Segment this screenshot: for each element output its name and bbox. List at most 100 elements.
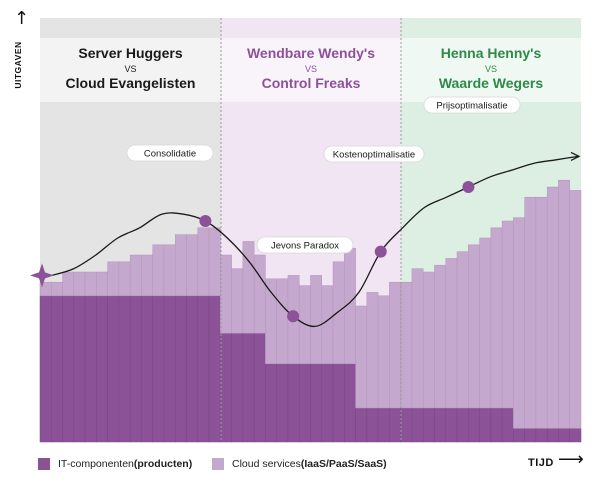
bar-it-components <box>208 295 221 443</box>
bar-it-components <box>73 295 86 443</box>
bar-cloud-services <box>377 295 390 409</box>
bar-cloud-services <box>141 254 153 297</box>
callout-label: Jevons Paradox <box>271 241 339 252</box>
bar-cloud-services <box>535 196 548 429</box>
bar-cloud-services <box>152 244 165 297</box>
bar-it-components <box>434 407 446 443</box>
bar-cloud-services <box>355 305 368 409</box>
bar-cloud-services <box>253 254 266 334</box>
bar-it-components <box>175 295 187 443</box>
curve-point <box>374 245 387 258</box>
callout-label: Consolidatie <box>144 149 196 160</box>
bar-it-components <box>152 295 165 443</box>
bar-cloud-services <box>524 196 537 429</box>
bar-it-components <box>468 407 480 443</box>
bar-it-components <box>276 363 289 443</box>
phase-vs: VS <box>485 64 497 74</box>
bar-it-components <box>231 332 244 443</box>
bar-cloud-services <box>118 261 131 297</box>
bar-it-components <box>456 407 469 443</box>
bar-cloud-services <box>468 244 480 409</box>
curve-point <box>462 181 475 193</box>
curve-point <box>199 215 212 227</box>
bar-cloud-services <box>310 275 323 365</box>
legend-it-bold: (producten) <box>133 458 193 470</box>
bar-it-components <box>445 407 458 443</box>
bar-cloud-services <box>546 186 559 429</box>
bar-cloud-services <box>400 281 413 409</box>
bar-it-components <box>163 295 176 443</box>
phase-vs: VS <box>305 64 317 74</box>
legend-it-label: IT-componenten <box>58 458 134 470</box>
bar-cloud-services <box>434 264 446 409</box>
bar-cloud-services <box>321 285 334 365</box>
bar-it-components <box>355 407 368 443</box>
bar-cloud-services <box>96 271 108 297</box>
bar-it-components <box>321 363 334 443</box>
bar-it-components <box>253 332 266 443</box>
phase-header-3 <box>401 38 581 102</box>
phase-header-2 <box>221 38 401 102</box>
bar-cloud-services <box>501 220 514 409</box>
bar-it-components <box>197 295 210 443</box>
bar-it-components <box>490 407 503 443</box>
bar-cloud-services <box>129 254 142 297</box>
bar-cloud-services <box>62 271 75 297</box>
bar-cloud-services <box>569 190 582 429</box>
bar-it-components <box>186 295 199 443</box>
bar-it-components <box>546 428 559 443</box>
bar-it-components <box>310 363 323 443</box>
bar-cloud-services <box>479 237 492 409</box>
bar-it-components <box>344 363 356 443</box>
bar-cloud-services <box>276 278 289 365</box>
legend-swatch-cloud <box>212 458 224 470</box>
bar-cloud-services <box>197 227 210 297</box>
bar-cloud-services <box>208 227 221 297</box>
bar-it-components <box>411 407 424 443</box>
legend-swatch-it <box>38 458 50 470</box>
bar-cloud-services <box>84 271 97 297</box>
y-axis-arrow-icon: ↑ <box>14 8 30 29</box>
bar-cloud-services <box>445 258 458 409</box>
bar-cloud-services <box>411 268 424 409</box>
bar-it-components <box>129 295 142 443</box>
bar-it-components <box>366 407 379 443</box>
phase-title-bottom: Cloud Evangelisten <box>66 75 196 91</box>
bar-it-components <box>62 295 75 443</box>
y-axis-label: UITGAVEN <box>13 41 23 89</box>
bar-cloud-services <box>220 254 232 334</box>
bar-it-components <box>513 428 525 443</box>
bar-it-components <box>332 363 345 443</box>
callout-label: Prijsoptimalisatie <box>436 101 507 112</box>
bar-it-components <box>298 363 311 443</box>
bar-cloud-services <box>456 251 469 409</box>
bar-it-components <box>265 363 277 443</box>
bar-cloud-services <box>298 285 311 365</box>
callout-box <box>126 144 214 162</box>
bar-it-components <box>389 407 401 443</box>
curve-point <box>287 310 300 323</box>
callout-box <box>256 236 354 254</box>
bar-it-components <box>242 332 255 443</box>
bar-it-components <box>287 363 300 443</box>
bar-cloud-services <box>163 244 176 297</box>
bar-cloud-services <box>175 234 187 297</box>
bar-it-components <box>501 407 514 443</box>
bar-it-components <box>422 407 435 443</box>
legend-it-components: IT-componenten (producten) <box>38 458 192 470</box>
bar-cloud-services <box>73 271 86 297</box>
sparkle-icon <box>30 263 54 288</box>
bar-it-components <box>118 295 131 443</box>
callout-box <box>423 96 521 114</box>
phase-vs: VS <box>124 64 136 74</box>
bar-it-components <box>535 428 548 443</box>
bar-cloud-services <box>422 271 435 409</box>
bar-cloud-services <box>366 292 379 409</box>
bar-it-components <box>141 295 153 443</box>
bar-it-components <box>84 295 97 443</box>
legend-cloud-services: Cloud services (IaaS/PaaS/SaaS) <box>212 458 387 470</box>
bar-it-components <box>524 428 537 443</box>
bar-it-components <box>558 428 570 443</box>
curve-arrow-icon <box>570 151 581 161</box>
